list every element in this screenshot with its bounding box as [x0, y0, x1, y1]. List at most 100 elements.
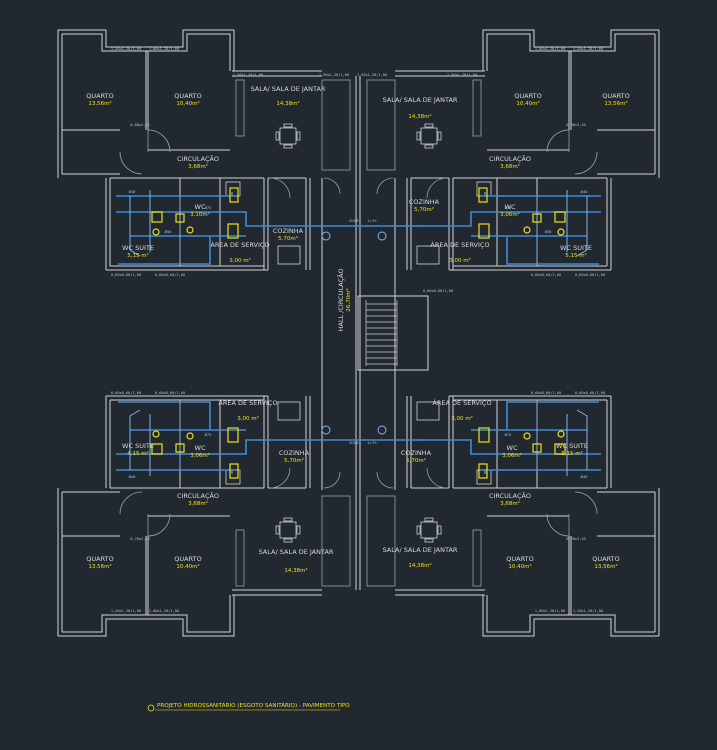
dim-window-tr-6: 0,60x0,60/1,60	[575, 273, 605, 277]
bl-circ-label: CIRCULAÇÃO	[177, 491, 219, 500]
br-quarto-b-area: 13,56m²	[594, 563, 617, 570]
dim-window-tl-1: 1,20x1,20/1,00	[111, 47, 141, 51]
dim-window-tl-6: 0,60x0,60/1,60	[155, 273, 185, 277]
tl-servico-area: 3,00 m²	[229, 257, 251, 264]
tr-wc-label: WC	[505, 203, 516, 211]
br-quarto-a-label: QUARTO	[506, 555, 533, 563]
bl-sala-label: SALA/ SALA DE JANTAR	[259, 548, 334, 556]
dim-window-tr-4: 1,20x1,20/1,00	[573, 47, 603, 51]
dim-window-tr-3: 1,00x1,20/1,00	[535, 47, 565, 51]
bl-sala-area: 14,38m²	[284, 567, 307, 574]
bl-servico-area: 3,00 m²	[237, 415, 259, 422]
tl-servico-label: ÁREA DE SERVIÇO	[210, 240, 269, 249]
tr-circ-label: CIRCULAÇÃO	[489, 154, 531, 163]
br-cozinha-label: COZINHA	[401, 449, 432, 457]
tl-quarto-a-area: 13,56m²	[88, 100, 111, 107]
bl-wc-area: 3,06m²	[190, 452, 210, 459]
dim-door-tr: 0,80x2,10	[566, 123, 585, 127]
br-sala-area: 14,38m²	[408, 562, 431, 569]
apartment-bottom-right-walls	[366, 395, 660, 637]
pipe-label-br-1: Ø40	[581, 474, 589, 479]
tl-wc-suite-label: WC SUITE	[122, 244, 154, 252]
pipe-label-top: Ø100	[349, 218, 359, 223]
br-circ-area: 3,68m²	[500, 500, 520, 507]
dim-door-tl: 0,80x2,10	[130, 123, 149, 127]
br-wc-area: 3,06m²	[502, 452, 522, 459]
tr-cozinha-label: COZINHA	[409, 198, 440, 206]
pipe-label-tr-2: Ø75	[505, 205, 512, 210]
dim-door-bl: 0,70x2,10	[130, 537, 149, 541]
tl-wc-suite-area: 5,15 m²	[127, 252, 149, 259]
dim-window-br-2: 0,60x0,60/1,60	[575, 391, 605, 395]
tr-sala-area: 14,38m²	[408, 113, 431, 120]
br-servico-label: ÁREA DE SERVIÇO	[432, 398, 491, 407]
tl-wc-area: 3,10m²	[190, 211, 210, 218]
tl-sala-area: 14,38m²	[276, 100, 299, 107]
tr-quarto-b-label: QUARTO	[602, 92, 629, 100]
bl-wc-suite-label: WC SUITE	[122, 442, 154, 450]
pipe-label-tr-1: Ø40	[581, 189, 589, 194]
sewer-pipes-top-left	[116, 190, 300, 265]
dim-window-tr-1: 1,50x1,20/1,00	[357, 73, 387, 77]
dim-window-tl-4: 1,50x1,20/1,00	[319, 73, 349, 77]
bl-wc-suite-area: 4,15 m²	[127, 450, 149, 457]
drawing-title-text: PROJETO HIDROSSANITÁRIO (ESGOTO SANITÁRI…	[157, 702, 350, 709]
br-cozinha-area: 5,70m²	[406, 457, 426, 464]
dim-window-tl-2: 1,00x1,20/1,00	[149, 47, 179, 51]
tl-sala-label: SALA/ SALA DE JANTAR	[251, 85, 326, 93]
drawing-title: PROJETO HIDROSSANITÁRIO (ESGOTO SANITÁRI…	[147, 702, 350, 712]
pipe-label-bottom: Ø100	[349, 440, 359, 445]
dim-window-bl-1: 0,60x0,60/1,60	[111, 391, 141, 395]
pipe-label-bl-2: Ø75	[205, 432, 212, 437]
tr-circ-area: 3,68m²	[500, 163, 520, 170]
dim-window-tl-3: 1,50x1,20/1,00	[233, 73, 263, 77]
bl-wc-label: WC	[195, 444, 206, 452]
tr-wc-area: 3,06m²	[500, 211, 520, 218]
bl-quarto-b-label: QUARTO	[174, 555, 201, 563]
tr-wc-suite-area: 5,15 m²	[565, 252, 587, 259]
dim-door-br: 0,70x2,10	[566, 537, 585, 541]
bl-servico-label: ÁREA DE SERVIÇO	[218, 398, 277, 407]
tr-sala-label: SALA/ SALA DE JANTAR	[383, 96, 458, 104]
tl-wc-label: WC	[195, 203, 206, 211]
br-servico-area: 3,00 m²	[451, 415, 473, 422]
central-hall	[300, 76, 429, 590]
pipe-label-tr-3: Ø50	[545, 229, 553, 234]
br-circ-label: CIRCULAÇÃO	[489, 491, 531, 500]
apartment-top-left	[57, 29, 351, 271]
dim-window-bl-4: 1,00x1,20/1,00	[149, 609, 179, 613]
pipe-slope-bottom: i=1%	[367, 440, 377, 445]
tr-servico-label: ÁREA DE SERVIÇO	[430, 240, 489, 249]
pipe-label-tl-2: Ø75	[205, 205, 212, 210]
dim-window-tl-5: 0,60x0,60/1,60	[111, 273, 141, 277]
dim-window-br-3: 1,00x1,20/1,00	[535, 609, 565, 613]
pipe-label-tl-1: Ø40	[129, 189, 137, 194]
tl-cozinha-area: 5,70m²	[278, 235, 298, 242]
dim-window-tr-5: 0,60x0,60/1,60	[531, 273, 561, 277]
pipe-label-br-2: Ø75	[505, 432, 512, 437]
tr-cozinha-area: 5,70m²	[414, 206, 434, 213]
br-quarto-a-area: 10,40m²	[508, 563, 531, 570]
apartment-top-right-walls	[366, 29, 660, 271]
bl-quarto-a-label: QUARTO	[86, 555, 113, 563]
br-sala-label: SALA/ SALA DE JANTAR	[383, 546, 458, 554]
pipe-label-tl-3: Ø50	[165, 229, 173, 234]
tl-quarto-b-label: QUARTO	[174, 92, 201, 100]
br-wc-suite-area: 5,15 m²	[561, 450, 583, 457]
pipe-slope-top: i=1%	[367, 218, 377, 223]
bl-circ-area: 3,68m²	[188, 500, 208, 507]
dim-window-br-1: 0,60x0,60/1,60	[531, 391, 561, 395]
br-wc-suite-label: WC SUITE	[556, 442, 588, 450]
tl-quarto-b-area: 10,40m²	[176, 100, 199, 107]
apartment-bottom-left-walls	[57, 395, 351, 637]
br-quarto-b-label: QUARTO	[592, 555, 619, 563]
dim-window-bl-2: 0,60x0,60/1,60	[155, 391, 185, 395]
pipe-label-bl-1: Ø40	[129, 474, 137, 479]
tr-servico-area: 3,00 m²	[449, 257, 471, 264]
tl-quarto-a-label: QUARTO	[86, 92, 113, 100]
staircase	[365, 300, 398, 366]
tr-quarto-b-area: 13,56m²	[604, 100, 627, 107]
bl-quarto-a-area: 13,56m²	[88, 563, 111, 570]
dim-window-br-4: 1,20x1,20/1,00	[573, 609, 603, 613]
